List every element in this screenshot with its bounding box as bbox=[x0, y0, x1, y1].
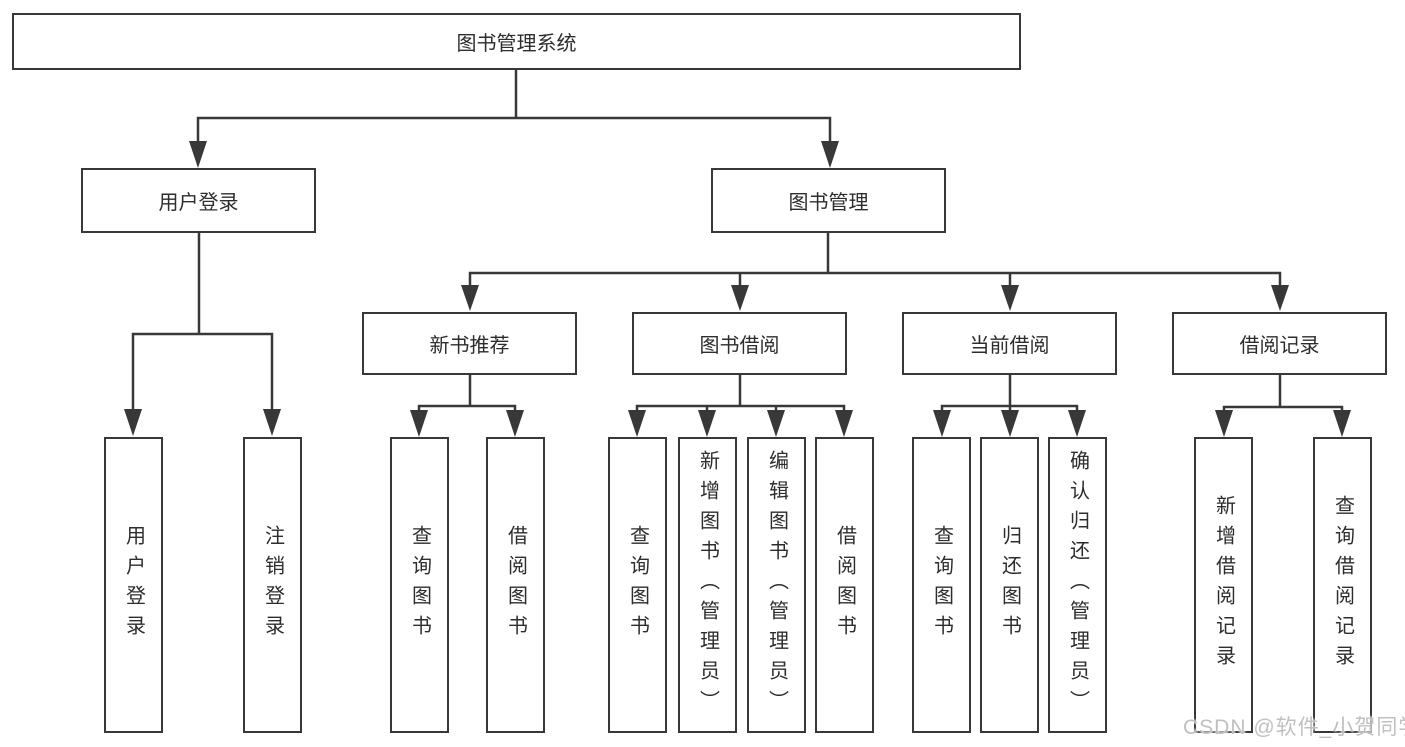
leaf-record-add: 新增借阅记录 bbox=[1194, 437, 1253, 733]
leaf-recommend-borrow-books: 借阅图书 bbox=[486, 437, 545, 733]
leaf-borrow-query-books: 查询图书 bbox=[608, 437, 667, 733]
node-book-borrowing: 图书借阅 bbox=[632, 312, 847, 375]
node-root-system: 图书管理系统 bbox=[12, 13, 1021, 70]
leaf-borrow-edit-books-admin: 编辑图书（管理员） bbox=[747, 437, 806, 733]
node-new-book-recommendation: 新书推荐 bbox=[362, 312, 577, 375]
leaf-borrow-add-books-admin: 新增图书（管理员） bbox=[678, 437, 737, 733]
node-borrowing-records: 借阅记录 bbox=[1172, 312, 1387, 375]
leaf-borrow-borrow-books: 借阅图书 bbox=[815, 437, 874, 733]
leaf-user-login: 用户登录 bbox=[104, 437, 163, 733]
leaf-recommend-query-books: 查询图书 bbox=[390, 437, 449, 733]
node-user-login: 用户登录 bbox=[81, 168, 316, 233]
leaf-record-query: 查询借阅记录 bbox=[1313, 437, 1372, 733]
node-book-management: 图书管理 bbox=[711, 168, 946, 233]
leaf-logout: 注销登录 bbox=[243, 437, 302, 733]
node-current-borrowing: 当前借阅 bbox=[902, 312, 1117, 375]
csdn-watermark: CSDN @软件_小贺同学 bbox=[1183, 716, 1405, 739]
leaf-current-query-books: 查询图书 bbox=[912, 437, 971, 733]
arrowheads bbox=[124, 141, 1351, 437]
leaf-current-confirm-return-admin: 确认归还（管理员） bbox=[1048, 437, 1107, 733]
leaf-current-return-books: 归还图书 bbox=[980, 437, 1039, 733]
